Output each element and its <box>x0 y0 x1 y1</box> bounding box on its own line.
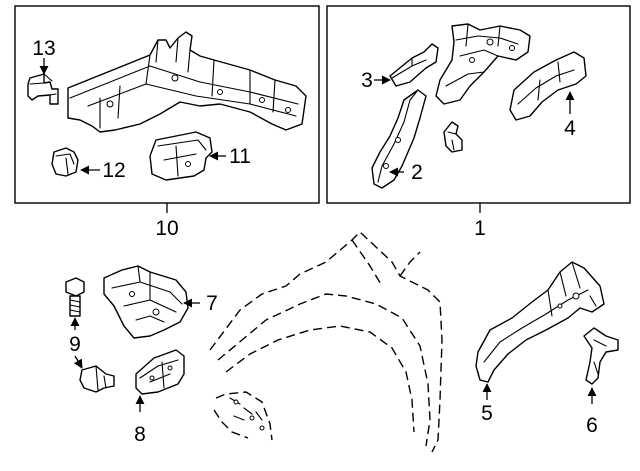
part-13-bracket[interactable] <box>27 73 59 105</box>
callout-6: 6 <box>586 414 598 437</box>
part-7-bracket[interactable] <box>103 265 189 339</box>
group-box-1 <box>326 5 631 204</box>
callout-13: 13 <box>32 37 55 60</box>
callout-10: 10 <box>155 217 178 240</box>
small-bracket-rail[interactable] <box>443 121 463 153</box>
part-9-bolt[interactable] <box>65 277 85 317</box>
part-12-block[interactable] <box>51 147 79 177</box>
callout-8: 8 <box>134 423 146 446</box>
part-4-wheelhouse[interactable] <box>509 51 587 121</box>
callout-7: 7 <box>206 292 218 315</box>
part-6-bracket[interactable] <box>583 327 619 385</box>
front-frame-assembly[interactable] <box>67 31 307 133</box>
callout-3: 3 <box>361 69 373 92</box>
callout-2: 2 <box>411 161 423 184</box>
part-2-rail[interactable] <box>371 89 427 189</box>
callout-9: 9 <box>69 333 81 356</box>
callout-12: 12 <box>102 159 125 182</box>
part-11-bracket[interactable] <box>149 131 213 181</box>
callout-11: 11 <box>229 145 251 168</box>
apron-upper-assembly[interactable] <box>435 23 531 105</box>
fender-outline <box>209 231 443 453</box>
part-3-bracket[interactable] <box>389 43 439 87</box>
callout-5: 5 <box>481 402 493 425</box>
callout-4: 4 <box>564 117 576 140</box>
part-5-wheelhouse[interactable] <box>475 261 605 383</box>
part-9-bushing[interactable] <box>79 365 115 393</box>
part-8-bracket[interactable] <box>135 349 185 395</box>
leader-9-down <box>73 355 83 369</box>
callout-1: 1 <box>474 217 486 240</box>
